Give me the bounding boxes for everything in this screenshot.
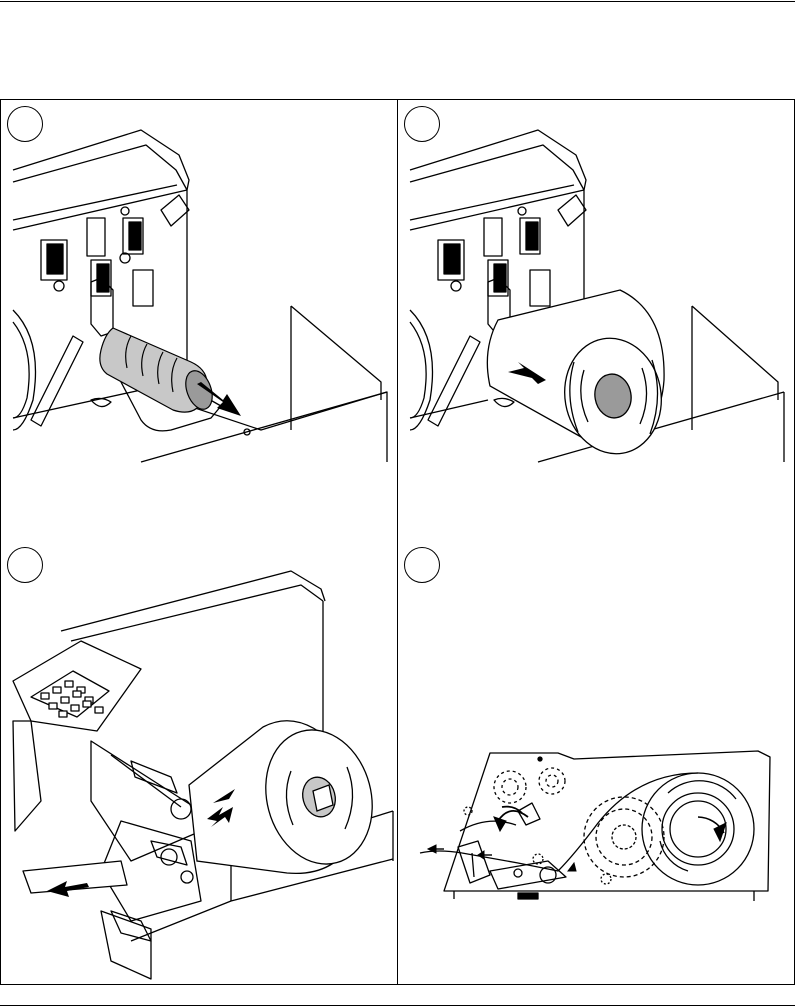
illustration-media-roll-insertion — [398, 100, 794, 540]
illustration-roll-holder-removal — [1, 100, 397, 540]
step-number — [8, 107, 42, 141]
panel-4 — [397, 541, 795, 985]
step-badge — [7, 547, 43, 583]
bottom-rule — [0, 1005, 795, 1006]
step-badge — [404, 106, 440, 142]
panel-2 — [397, 100, 795, 542]
step-number — [8, 548, 42, 582]
step-number — [405, 107, 439, 141]
instruction-grid — [0, 99, 795, 985]
illustration-media-path-diagram — [398, 541, 794, 983]
panel-1 — [0, 100, 398, 542]
top-rule — [0, 1, 795, 2]
step-number — [405, 548, 439, 582]
illustration-media-path-loading — [1, 541, 397, 983]
panel-3 — [0, 541, 398, 985]
step-badge — [7, 106, 43, 142]
step-badge — [404, 547, 440, 583]
